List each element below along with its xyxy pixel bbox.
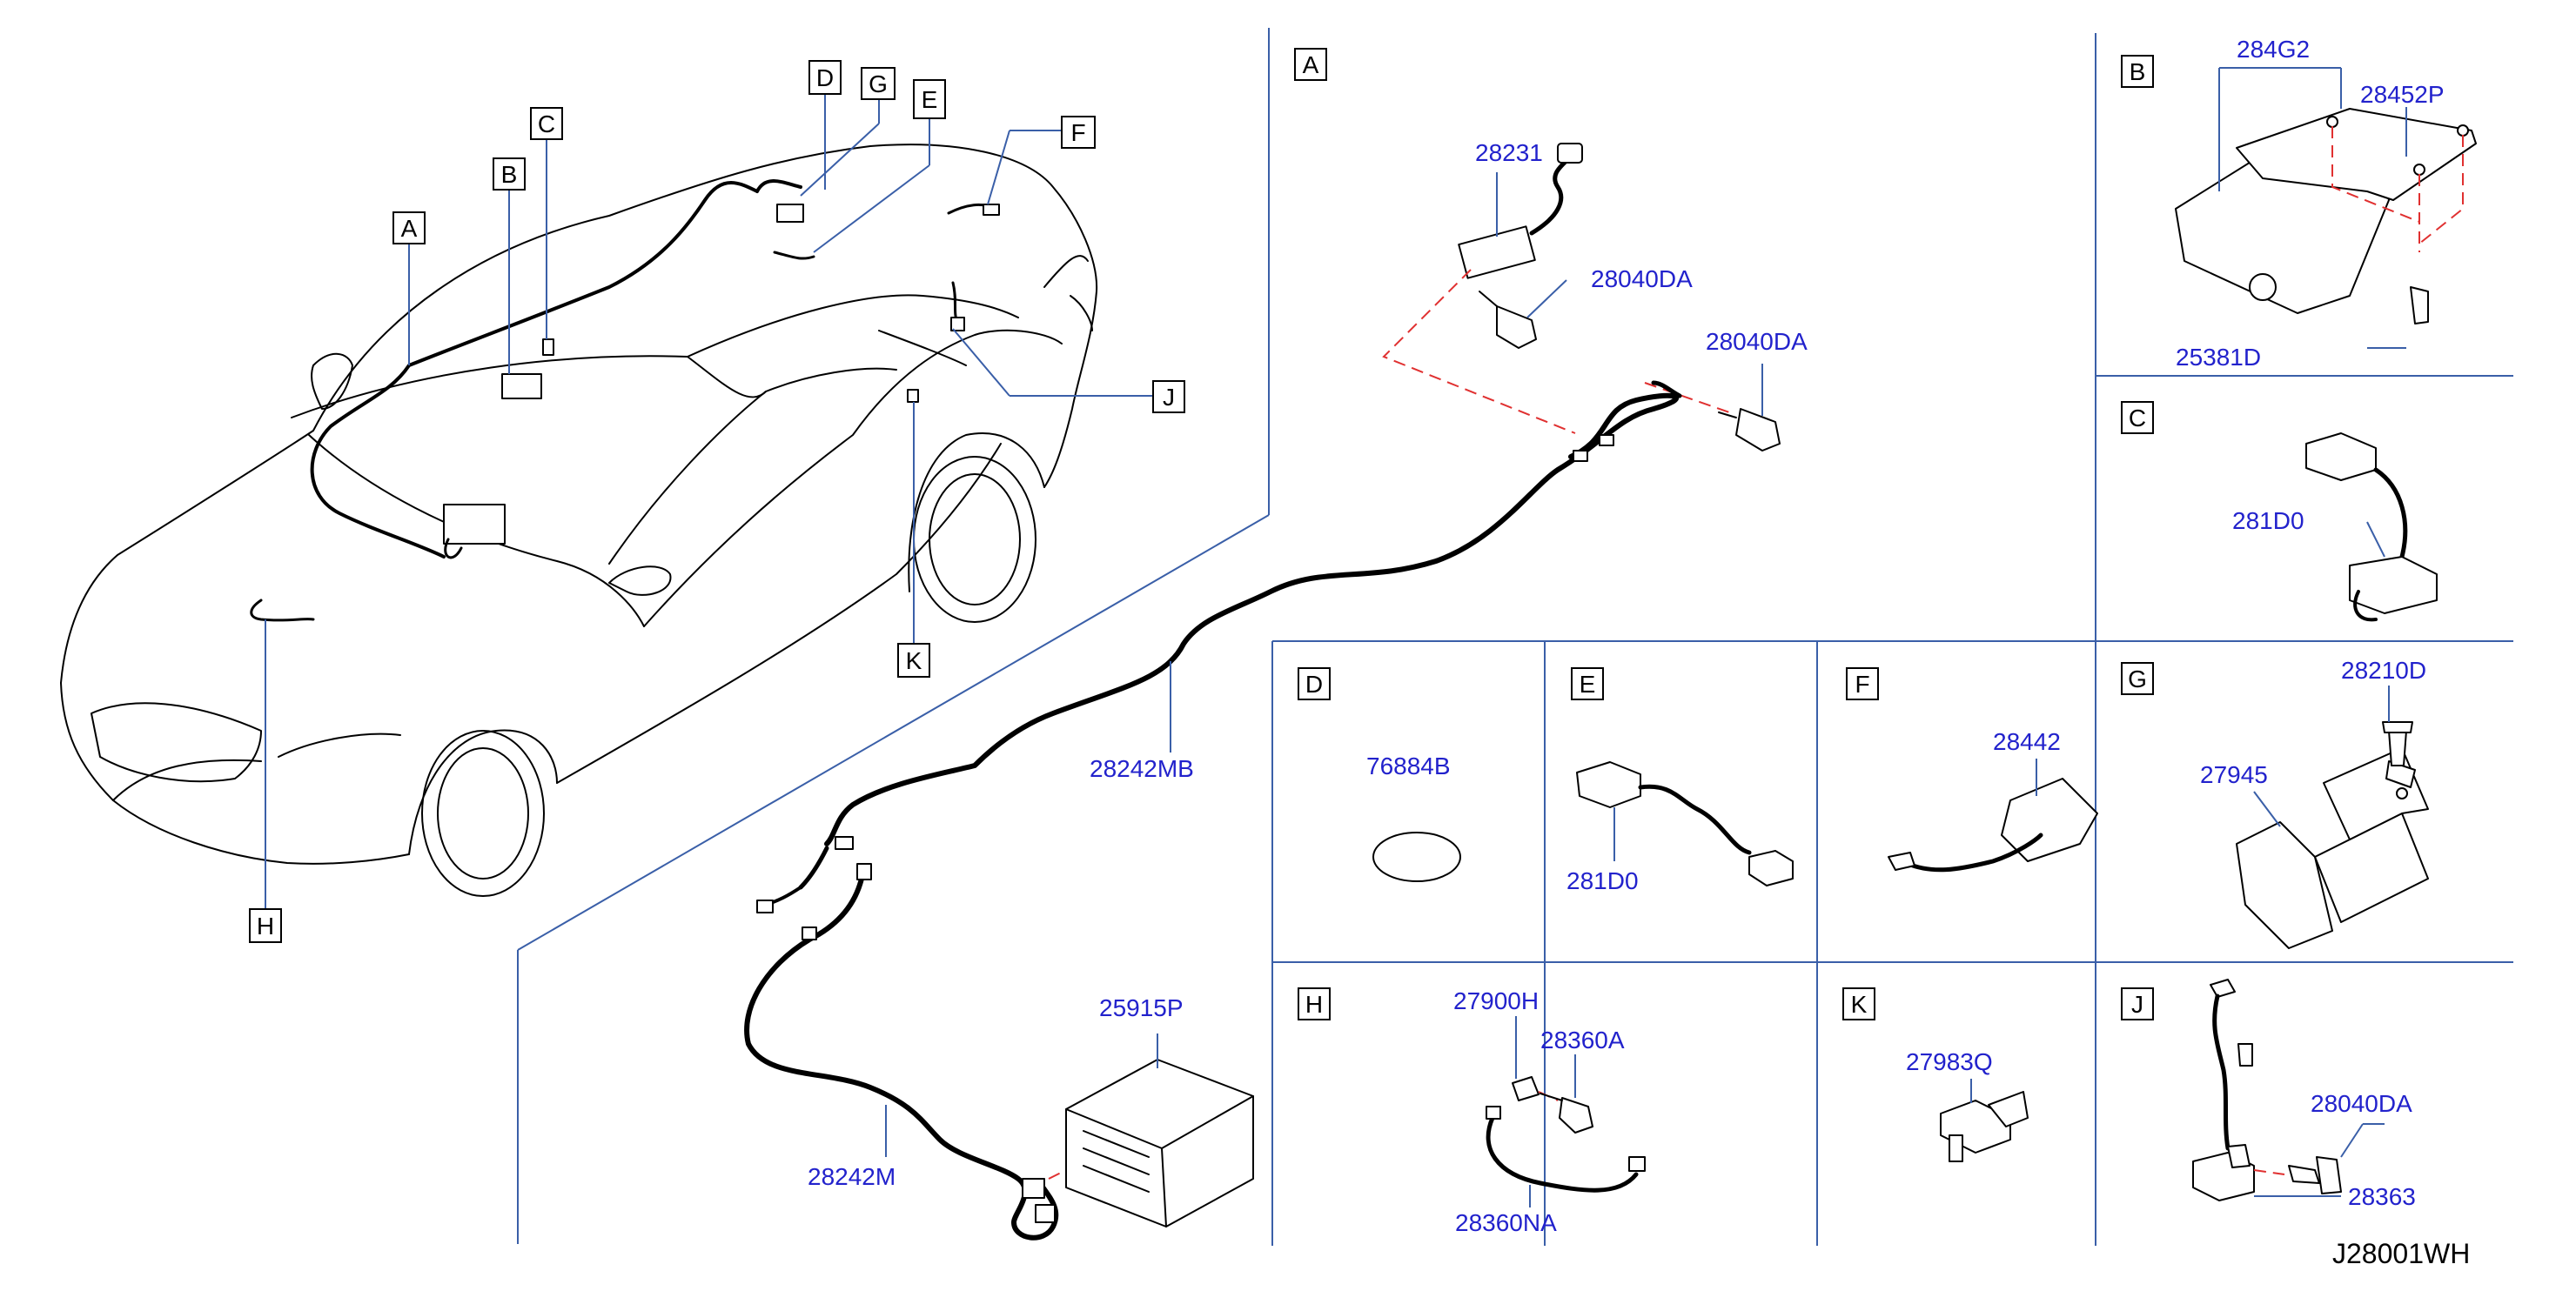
panel-label-E: E [1571, 667, 1604, 700]
callout-box-K-car: K [897, 643, 930, 678]
part-label-281D0-C: 281D0 [2232, 507, 2304, 534]
part-label-28363: 28363 [2348, 1183, 2416, 1210]
part-label-28231: 28231 [1475, 139, 1543, 166]
part-label-25381D: 25381D [2176, 344, 2261, 371]
svg-text:B: B [2130, 58, 2146, 85]
panel-label-K: K [1842, 987, 1875, 1020]
svg-text:G: G [869, 70, 888, 97]
svg-text:K: K [1851, 991, 1868, 1018]
svg-text:D: D [1305, 671, 1323, 698]
panel-F: F 28442 [1846, 667, 2098, 873]
part-label-284G2: 284G2 [2237, 36, 2310, 63]
svg-text:H: H [1305, 991, 1323, 1018]
panel-label-D: D [1298, 667, 1331, 700]
callout-box-C-car: C [530, 107, 563, 140]
panel-label-J: J [2121, 987, 2154, 1020]
svg-text:F: F [1070, 119, 1085, 146]
svg-text:A: A [1303, 51, 1319, 78]
callout-box-J-car: J [1152, 380, 1185, 413]
svg-text:A: A [401, 215, 418, 242]
panel-A: A [744, 48, 1808, 1241]
panel-label-A: A [1294, 48, 1327, 81]
part-label-28452P: 28452P [2360, 81, 2445, 108]
part-label-28442: 28442 [1993, 728, 2061, 755]
svg-text:H: H [257, 913, 274, 940]
panel-E: E 281D0 [1566, 667, 1794, 894]
car-callout-leaders [265, 94, 1153, 909]
svg-text:B: B [501, 161, 518, 188]
panel-D: D 76884B [1298, 667, 1461, 882]
part-label-28040DA-J: 28040DA [2311, 1090, 2412, 1117]
part-label-28210D: 28210D [2341, 657, 2426, 684]
part-label-27945: 27945 [2200, 761, 2268, 788]
svg-text:G: G [2128, 666, 2147, 692]
panel-H: H 27900H 28360A 28360NA [1298, 987, 1646, 1236]
svg-text:J: J [1163, 384, 1175, 411]
part-label-28040DA-2: 28040DA [1706, 328, 1808, 355]
part-label-28242M: 28242M [808, 1163, 896, 1190]
svg-text:F: F [1855, 671, 1869, 698]
part-label-28040DA-1: 28040DA [1591, 265, 1693, 292]
panel-label-B: B [2121, 55, 2154, 88]
svg-text:J: J [2131, 991, 2143, 1018]
panel-K: K 27983Q [1842, 987, 2029, 1162]
callout-box-F-car: F [1061, 116, 1096, 149]
panel-G: G 28210D 27945 [2121, 657, 2429, 949]
panel-C: C 281D0 [2121, 401, 2438, 622]
part-label-76884B: 76884B [1366, 753, 1451, 779]
panel-label-C: C [2121, 401, 2154, 434]
panel-label-H: H [1298, 987, 1331, 1020]
car-overview-drawing [60, 144, 1098, 897]
svg-text:E: E [922, 86, 938, 113]
callout-box-E-car: E [913, 79, 946, 119]
svg-text:E: E [1580, 671, 1596, 698]
part-label-28360NA: 28360NA [1455, 1209, 1557, 1236]
callout-box-G-car: G [861, 67, 896, 100]
car-wiring [250, 179, 1000, 622]
callout-box-A-car: A [392, 211, 426, 244]
svg-text:C: C [538, 110, 555, 137]
part-label-28360A: 28360A [1540, 1027, 1625, 1054]
part-label-27900H: 27900H [1453, 987, 1539, 1014]
panel-B: B 284G2 28452P 25381D [2121, 36, 2477, 371]
diagram-code: J28001WH [2332, 1238, 2470, 1269]
svg-text:C: C [2129, 405, 2146, 431]
part-label-27983Q: 27983Q [1906, 1048, 1993, 1075]
part-label-25915P: 25915P [1099, 994, 1184, 1021]
panel-J: J 28040DA 28363 [2121, 979, 2416, 1210]
callout-box-B-car: B [493, 157, 526, 191]
callout-box-H-car: H [249, 908, 282, 943]
svg-text:K: K [906, 647, 922, 674]
panel-label-G: G [2121, 662, 2154, 695]
svg-text:D: D [816, 64, 834, 91]
part-label-281D0-E: 281D0 [1566, 867, 1639, 894]
callout-box-D-car: D [808, 60, 842, 95]
panel-dividers [517, 28, 2513, 1246]
panel-label-F: F [1846, 667, 1879, 700]
part-label-28242MB: 28242MB [1090, 755, 1194, 782]
